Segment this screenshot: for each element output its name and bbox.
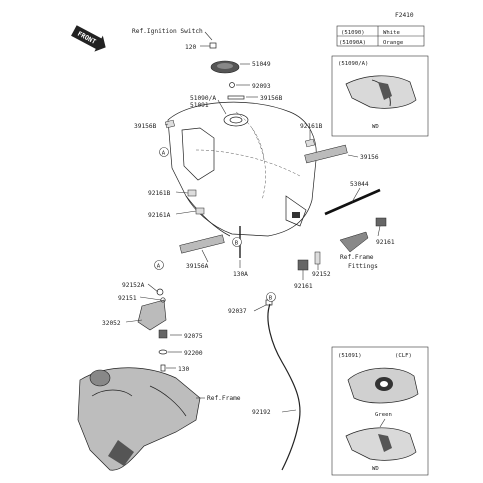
leader-lines	[125, 31, 381, 413]
color-code-2: (51090A)	[339, 40, 366, 46]
mid-fasteners	[187, 189, 387, 271]
color-table: (51090) White (51090A) Orange	[336, 25, 425, 47]
label-92161B-right: 92161B	[300, 123, 323, 130]
color-name-2: Orange	[383, 40, 404, 46]
fuel-cap	[209, 42, 245, 100]
label-92200: 92200	[184, 350, 203, 357]
label-92152-mid: 92152	[312, 271, 331, 278]
label-92161-mid: 92161	[294, 283, 313, 290]
label-92192: 92192	[252, 409, 271, 416]
marker-a-top: A	[162, 151, 166, 157]
label-130A: 130A	[233, 271, 248, 278]
hose-92192	[267, 303, 301, 471]
label-39156B-top: 39156B	[260, 95, 283, 102]
pad-92161B-right	[305, 138, 315, 148]
ref-ignition: Ref.Ignition Switch	[132, 28, 203, 35]
label-92151: 92151	[118, 295, 137, 302]
bolt-120-icon	[209, 42, 217, 49]
label-92161B-left: 92161B	[148, 190, 171, 197]
inset-top-wd: WD	[372, 124, 379, 130]
label-92075: 92075	[184, 333, 203, 340]
diagram-code: F2410	[395, 12, 414, 19]
label-39156: 39156	[360, 154, 379, 161]
tank-cover-icon	[345, 75, 417, 109]
pad-39156A	[179, 234, 225, 254]
label-51091: 51091	[190, 102, 209, 109]
inset-bottom: (51091) (CLF) Green WD	[331, 346, 429, 476]
label-92093: 92093	[252, 83, 271, 90]
frame	[77, 288, 201, 471]
ref-frame-fittings-1: Ref.Frame	[340, 254, 374, 261]
label-130: 130	[178, 366, 189, 373]
label-120: 120	[185, 44, 196, 51]
label-92037: 92037	[228, 308, 247, 315]
label-53044: 53044	[350, 181, 369, 188]
trim-53044	[324, 188, 381, 216]
tank-cover-green-icon	[345, 427, 417, 461]
fuel-tank	[167, 101, 317, 237]
label-39156A: 39156A	[186, 263, 209, 270]
label-51049: 51049	[252, 61, 271, 68]
label-32052: 32052	[102, 320, 121, 327]
label-92152A: 92152A	[122, 282, 145, 289]
ref-frame-fittings-2: Fittings	[348, 263, 378, 270]
inset-bottom-code: (51091)	[338, 353, 362, 359]
label-39156B-left: 39156B	[134, 123, 157, 130]
inset-bottom-color: Green	[375, 412, 392, 418]
marker-b-tank: B	[235, 241, 239, 247]
pad-39156B	[165, 119, 175, 129]
bracket-32052	[137, 299, 167, 331]
inset-bottom-variant: (CLF)	[395, 353, 412, 359]
label-92161A: 92161A	[148, 212, 171, 219]
inset-top-code: (51090/A)	[338, 61, 368, 67]
inset-bottom-wd: WD	[372, 466, 379, 472]
label-51090A: 51090/A	[190, 95, 216, 102]
color-name-1: White	[383, 30, 400, 36]
marker-b: B	[269, 296, 273, 302]
ref-frame: Ref.Frame	[207, 395, 241, 402]
label-92161-right: 92161	[376, 239, 395, 246]
marker-a-bottom: A	[157, 264, 161, 270]
front-arrow-icon: FRONT	[71, 25, 106, 52]
color-code-1: (51090)	[341, 30, 365, 36]
inset-top: (51090/A) WD	[331, 55, 429, 137]
pad-39156	[304, 144, 348, 164]
